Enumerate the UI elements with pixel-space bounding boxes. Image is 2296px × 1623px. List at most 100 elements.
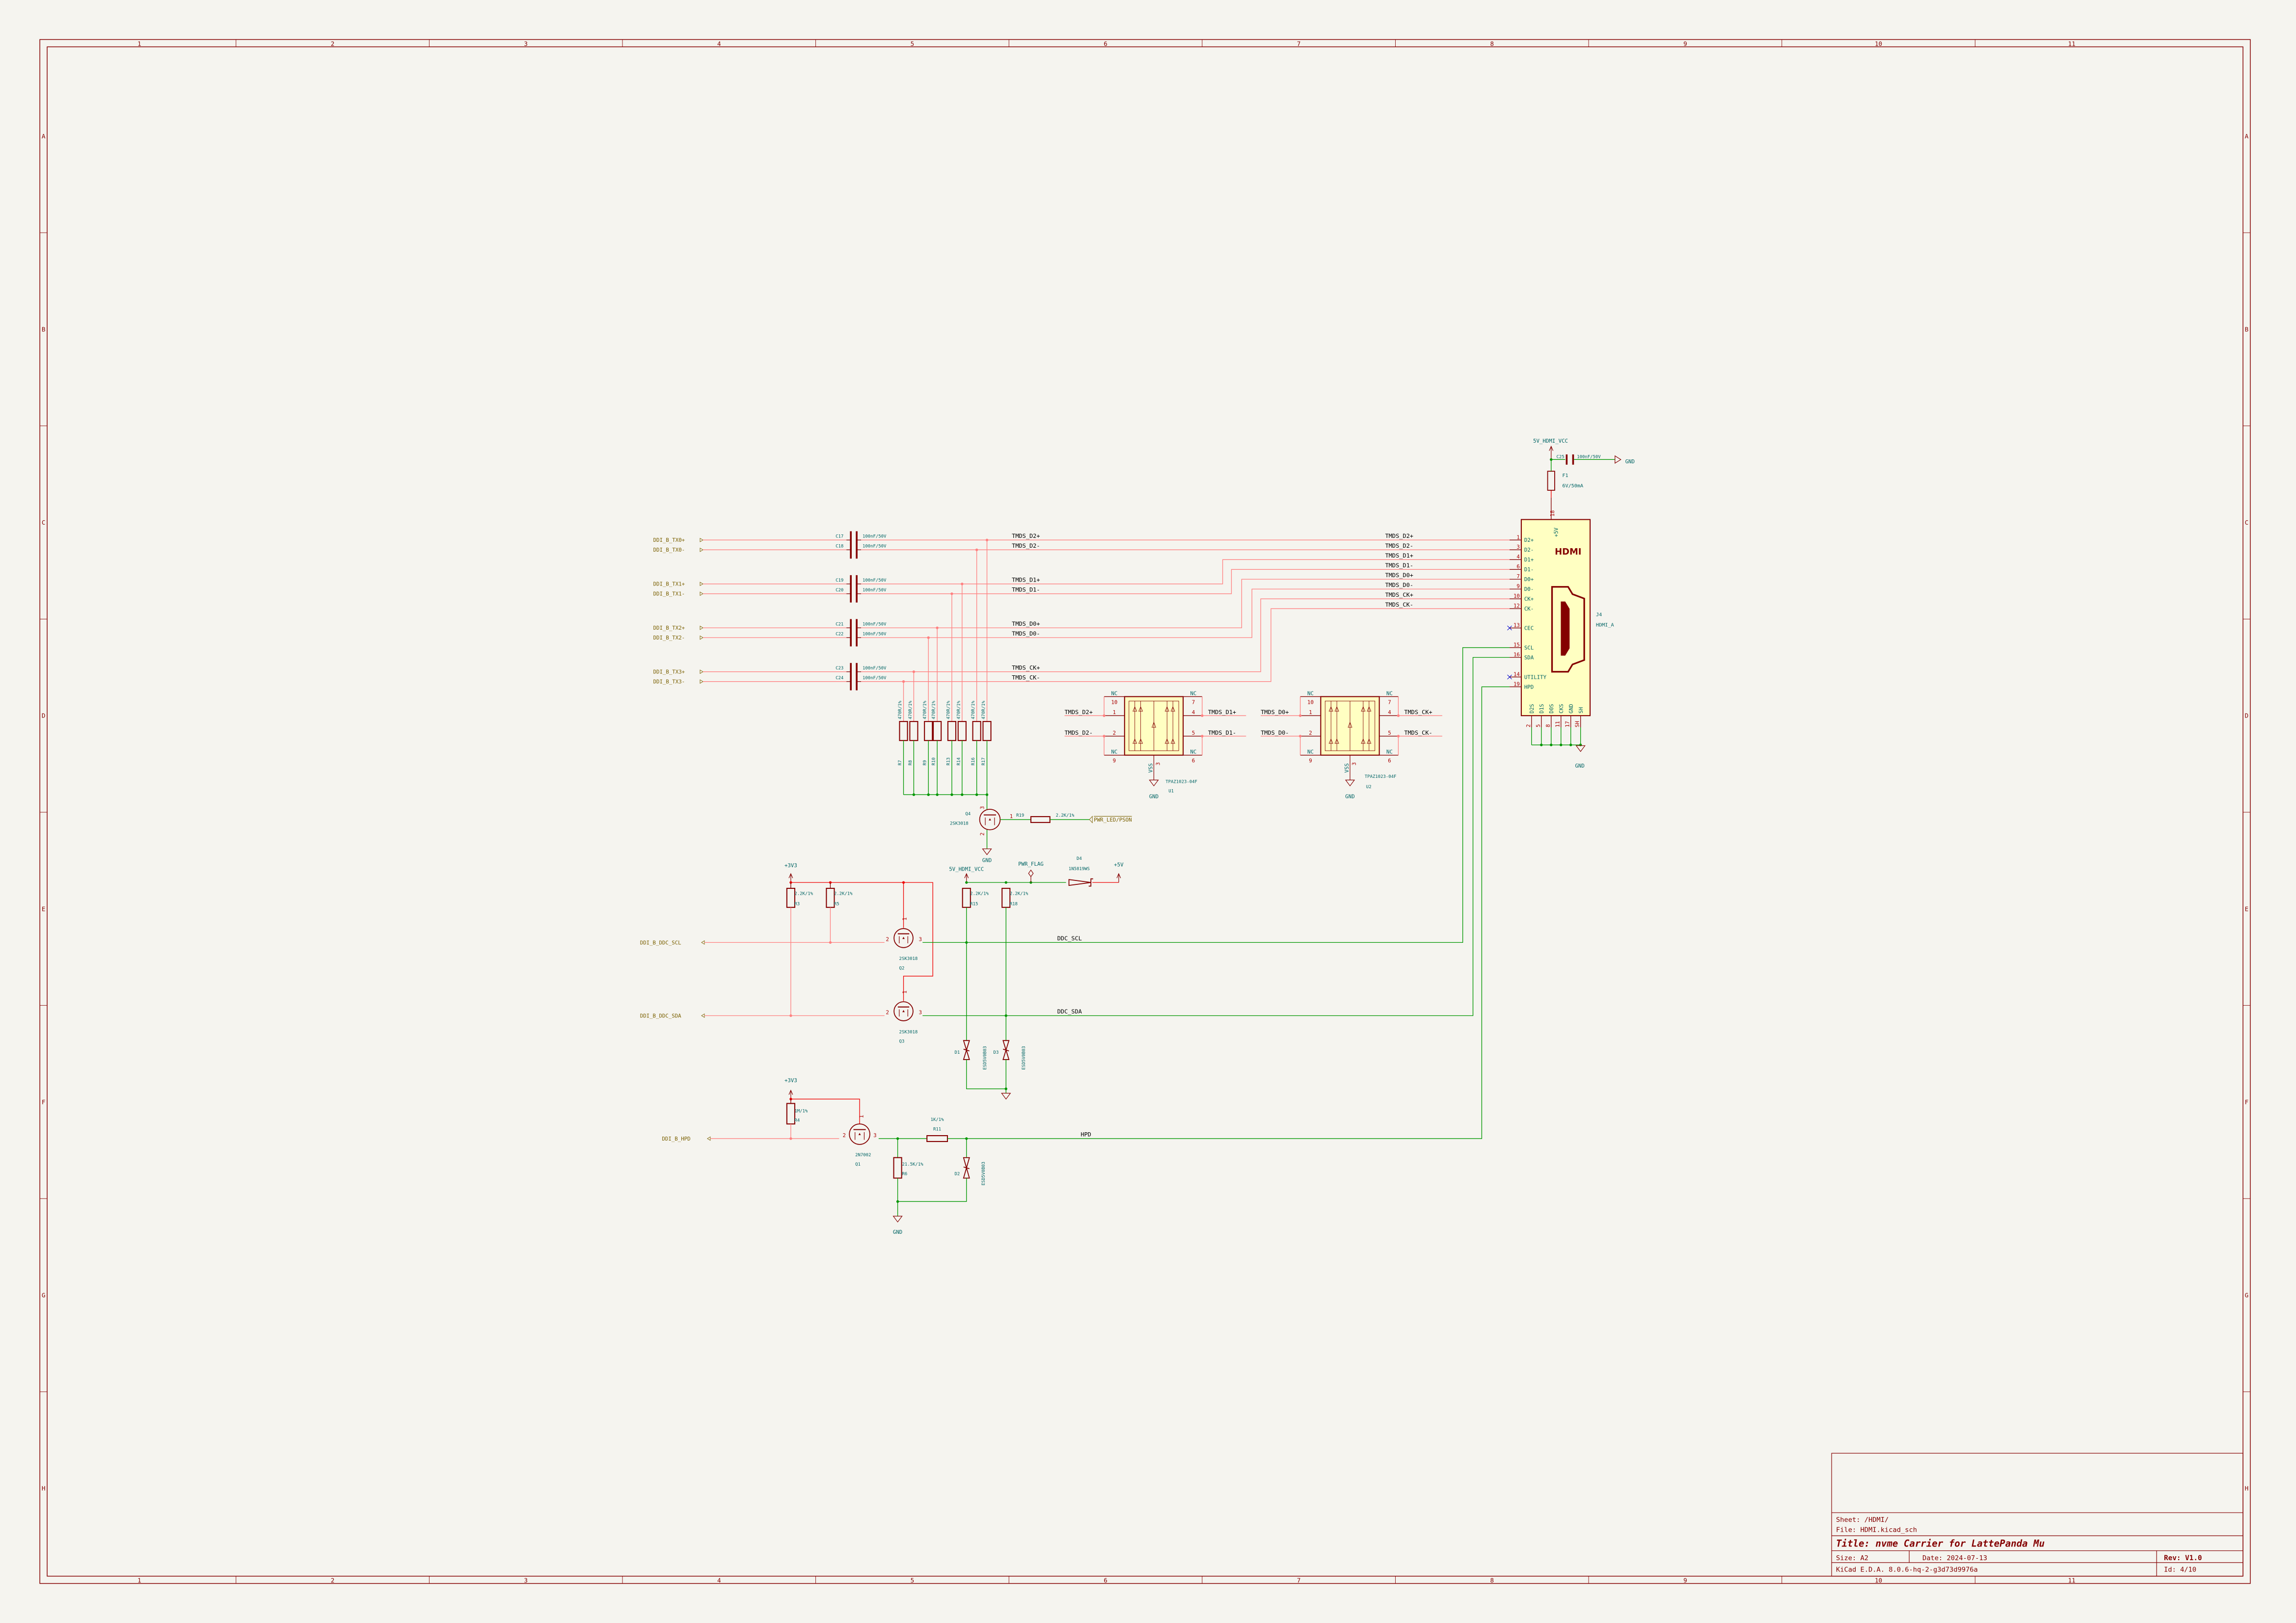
frame-row-label: B — [2245, 325, 2249, 333]
pin-name: D2+ — [1524, 537, 1534, 543]
frame-row-label: H — [42, 1485, 46, 1492]
pin-number: 12 — [1513, 603, 1520, 609]
pin-number: 17 — [1565, 721, 1571, 727]
file-name: File: HDMI.kicad_sch — [1836, 1526, 1917, 1534]
capacitor-plate-icon — [856, 619, 858, 647]
global-label-tx2p[interactable]: DDI_B_TX2+ — [653, 625, 685, 631]
schottky-diode-icon — [1068, 879, 1091, 886]
global-label-arrow-icon — [700, 582, 703, 586]
power-label-gnd: GND — [1149, 794, 1159, 800]
pin-number: 3 — [1516, 544, 1519, 550]
resistor-ref: R16 — [971, 757, 976, 765]
pin-number: 4 — [1192, 709, 1195, 716]
pin-name: SDA — [1524, 654, 1534, 661]
global-label-ddc-sda[interactable]: DDI_B_DDC_SDA — [640, 1012, 681, 1019]
power-label-5v-hdmi-vcc: 5V_HDMI_VCC — [949, 866, 984, 872]
net-label-tmds-ckn: TMDS_CK- — [1385, 601, 1413, 608]
frame-column-label: 10 — [1875, 40, 1882, 47]
global-label-arrow-icon — [700, 537, 703, 542]
pin-number: 13 — [1513, 622, 1520, 628]
frame-row-label: E — [2245, 905, 2249, 912]
global-label-ddc-scl[interactable]: DDI_B_DDC_SCL — [640, 939, 681, 946]
net-label-tmds-d2p: TMDS_D2+ — [1012, 532, 1040, 539]
pin-number: 7 — [1516, 573, 1519, 580]
sheet-id: Id: 4/10 — [2164, 1566, 2196, 1574]
resistor-ref: R8 — [908, 760, 913, 766]
resistor-ref: R14 — [956, 757, 961, 765]
tvs-diode-icon — [963, 1040, 970, 1052]
resistor-ref: R9 — [923, 760, 928, 766]
cap-value: 100nF/50V — [863, 676, 887, 681]
gnd-symbol-icon — [892, 1216, 903, 1223]
resistor-value: 470R/1% — [981, 700, 986, 719]
resistor-value: 1M/1% — [794, 1109, 808, 1114]
frame-row-label: A — [42, 133, 46, 140]
mosfet-arrow-icon — [902, 936, 905, 939]
fet-ref: Q4 — [965, 812, 971, 817]
wire — [922, 647, 1510, 943]
tvs-bar-icon — [963, 1048, 970, 1052]
fet-ref: Q1 — [855, 1162, 861, 1167]
cap-value: 100nF/50V — [863, 588, 887, 593]
fuse-value: 6V/50mA — [1562, 483, 1583, 489]
pin-number: 2 — [886, 936, 889, 942]
junction-dot — [1201, 735, 1204, 738]
frame-column-label: 5 — [911, 1576, 915, 1584]
global-label-arrow-icon — [700, 547, 703, 552]
resistor-ref: R5 — [834, 902, 839, 906]
tvs-bar-icon — [1003, 1048, 1009, 1052]
resistor-ref: R4 — [794, 1118, 800, 1123]
power-arrow-icon — [1116, 873, 1121, 878]
wire — [966, 1059, 1006, 1090]
net-label-tmds-d1n: TMDS_D1- — [1012, 586, 1040, 593]
resistor-ref: R18 — [1010, 902, 1018, 906]
wire — [903, 794, 988, 810]
gnd-symbol-icon — [1001, 1092, 1011, 1100]
pin-nc: NC — [1111, 749, 1117, 755]
global-label-tx3n[interactable]: DDI_B_TX3- — [653, 679, 685, 685]
junction-dot — [896, 1200, 899, 1203]
mosfet-body-icon — [849, 1123, 870, 1145]
power-label-3v3: +3V3 — [784, 862, 797, 869]
pin-name: D2- — [1524, 547, 1534, 553]
global-label-hpd[interactable]: DDI_B_HPD — [662, 1136, 690, 1142]
global-label-tx1p[interactable]: DDI_B_TX1+ — [653, 581, 685, 587]
global-label-tx1n[interactable]: DDI_B_TX1- — [653, 591, 685, 597]
pin-name: SH — [1578, 707, 1584, 714]
pin-number: 10 — [1111, 699, 1117, 705]
pin-name: UTILITY — [1524, 674, 1547, 680]
tvs-bar-icon — [963, 1166, 970, 1170]
pin-number: 1 — [859, 1115, 865, 1118]
pin-number: 2 — [1309, 730, 1312, 736]
pin-number: 3 — [1155, 762, 1161, 765]
wire — [861, 598, 1510, 672]
global-label-pwr-led-pson[interactable]: PWR_LED/PSON — [1094, 817, 1132, 823]
frame-row-label: G — [2245, 1292, 2249, 1299]
pin-name: D1+ — [1524, 557, 1534, 563]
cap-ref: C20 — [836, 588, 843, 593]
fuse-ref: F1 — [1562, 473, 1568, 479]
pin-number: 5 — [1192, 730, 1195, 736]
fet-value: 2SK3018 — [899, 1030, 918, 1035]
connector-ref: J4 — [1596, 612, 1602, 617]
frame-column-label: 11 — [2068, 1576, 2076, 1584]
no-connect-icon — [1507, 674, 1512, 680]
global-label-tx2n[interactable]: DDI_B_TX2- — [653, 635, 685, 641]
cap-ref: C25 — [1556, 454, 1564, 459]
global-label-tx0n[interactable]: DDI_B_TX0- — [653, 547, 685, 553]
wire — [861, 588, 1510, 638]
resistor-ref: R7 — [898, 760, 903, 766]
junction-dot — [1103, 735, 1106, 738]
global-label-tx0p[interactable]: DDI_B_TX0+ — [653, 537, 685, 543]
title-block: Sheet: /HDMI/ File: HDMI.kicad_sch Title… — [1831, 1453, 2243, 1577]
frame-inner-border — [47, 46, 2243, 1577]
cap-ref: C22 — [836, 632, 843, 637]
frame-column-label: 4 — [717, 1576, 721, 1584]
power-arrow-icon — [788, 873, 793, 878]
global-label-tx3p[interactable]: DDI_B_TX3+ — [653, 669, 685, 675]
diode-value: 1N5819WS — [1069, 867, 1090, 872]
pin-name-vss: VSS — [1147, 763, 1154, 772]
resistor-ref: R15 — [970, 902, 978, 906]
resistor-ref: R10 — [932, 757, 937, 765]
tvs-diode-icon — [1002, 1040, 1010, 1052]
